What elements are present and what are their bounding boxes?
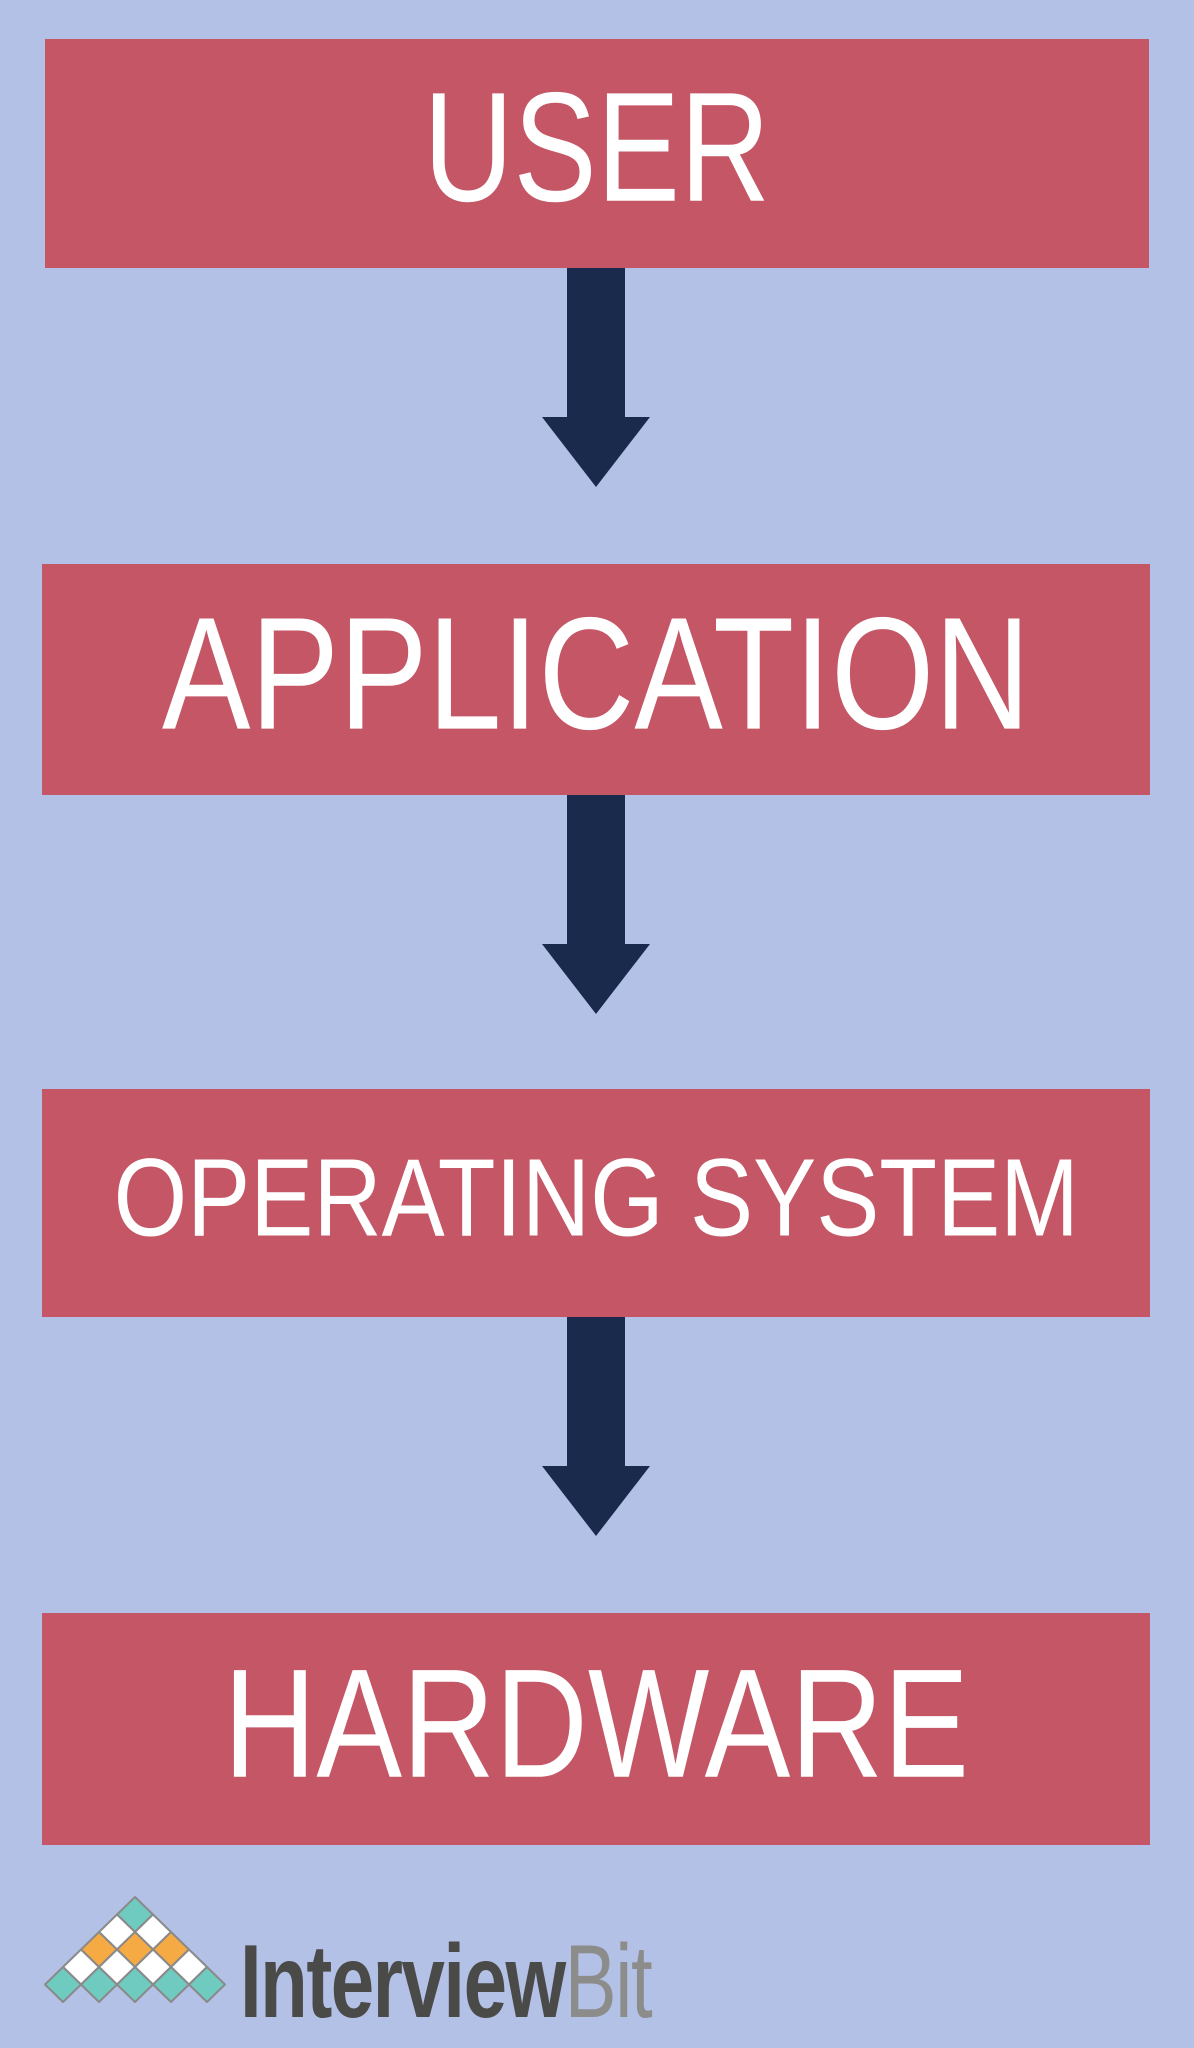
interviewbit-logo xyxy=(43,1895,227,2040)
layer-label-user: USER xyxy=(423,60,771,235)
layer-label-application: APPLICATION xyxy=(161,583,1031,763)
down-arrow-icon xyxy=(542,268,650,487)
layer-label-hardware: HARDWARE xyxy=(223,1636,969,1810)
layer-box-user: USER xyxy=(45,39,1149,268)
logo-text-interview: Interview xyxy=(240,1924,566,2040)
layer-box-application: APPLICATION xyxy=(42,564,1150,795)
logo-text-bit: Bit xyxy=(564,1924,653,2040)
diamond-pyramid-icon xyxy=(44,1896,226,2003)
down-arrow-icon xyxy=(542,795,650,1014)
layer-label-operating-system: OPERATING SYSTEM xyxy=(113,1136,1079,1260)
layer-box-operating-system: OPERATING SYSTEM xyxy=(42,1089,1150,1317)
layer-box-hardware: HARDWARE xyxy=(42,1613,1150,1845)
down-arrow-icon xyxy=(542,1317,650,1536)
logo-wordmark: InterviewBit xyxy=(240,1930,653,2034)
